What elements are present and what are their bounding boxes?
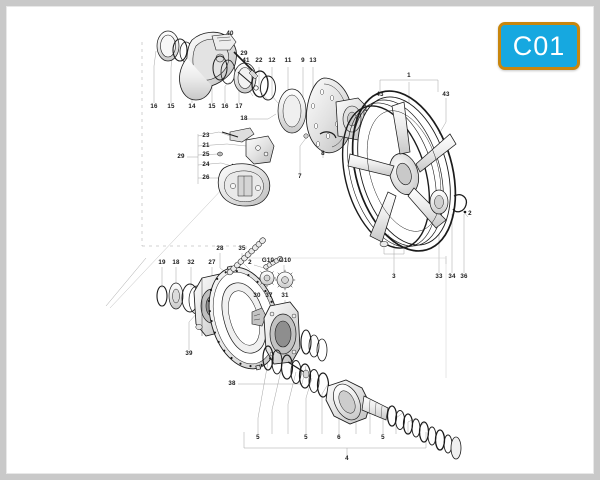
callout-30: 30 (253, 292, 261, 299)
callout-39: 39 (185, 350, 193, 357)
diagram-code-badge: C01 (498, 22, 580, 70)
callout-32: 32 (187, 259, 195, 266)
callout-38: 38 (228, 380, 236, 387)
callout-13: 13 (309, 57, 317, 64)
callout-9: 9 (301, 57, 305, 64)
callout-31: 31 (281, 292, 289, 299)
callout-25: 25 (202, 151, 210, 158)
callout-g10-left: G10 (261, 257, 275, 264)
callout-5-c: 5 (381, 434, 385, 441)
callout-43-left: 43 (376, 91, 384, 98)
exploded-parts-diagram (105, 30, 469, 460)
callout-g10-right: G10 (278, 257, 292, 264)
callout-41: 41 (242, 57, 250, 64)
callout-29-pin: 29 (240, 50, 248, 57)
callout-15-left: 15 (167, 103, 175, 110)
axle-shaft-assembly (262, 345, 462, 460)
callout-5-a: 5 (256, 434, 260, 441)
callout-36: 36 (460, 273, 468, 280)
callout-35: 35 (238, 245, 246, 252)
callout-26: 26 (202, 174, 210, 181)
pinion-gear-right (274, 269, 296, 291)
diagram-code-label: C01 (512, 30, 566, 61)
callout-29-group: 29 (177, 153, 185, 160)
callout-5-b: 5 (304, 434, 308, 441)
callout-43-right: 43 (442, 91, 450, 98)
callout-2-chain: 2 (248, 259, 252, 266)
callout-1: 1 (407, 72, 411, 79)
callout-17: 17 (235, 103, 243, 110)
wheel-hub-carrier (251, 301, 328, 379)
callout-15-right: 15 (208, 103, 216, 110)
callout-21: 21 (202, 142, 210, 149)
callout-11: 11 (284, 57, 292, 64)
callout-18: 18 (240, 115, 248, 122)
callout-19: 19 (158, 259, 166, 266)
callout-6: 6 (337, 434, 341, 441)
callout-37: 37 (265, 292, 273, 299)
callout-23: 23 (202, 132, 210, 139)
callout-18b: 18 (172, 259, 180, 266)
callout-16-left: 16 (150, 103, 158, 110)
pinion-gear-left (258, 269, 276, 287)
brake-caliper-assembly (156, 30, 276, 101)
callout-16-right: 16 (221, 103, 229, 110)
callout-28: 28 (216, 245, 224, 252)
callout-33: 33 (435, 273, 443, 280)
callout-40: 40 (226, 30, 234, 37)
callout-24: 24 (202, 161, 210, 168)
callout-3: 3 (392, 273, 396, 280)
callout-7: 7 (298, 173, 302, 180)
callout-22: 22 (255, 57, 263, 64)
callout-8: 8 (321, 150, 325, 157)
callout-34: 34 (448, 273, 456, 280)
rear-wheel-rim (341, 90, 468, 252)
callout-27: 27 (208, 259, 216, 266)
callout-12: 12 (268, 57, 276, 64)
caliper-bracket-group (217, 127, 275, 207)
rear-sprocket (207, 265, 280, 371)
drive-chain-and-pinions (226, 237, 296, 291)
callout-14: 14 (188, 103, 196, 110)
diagram-stage: 16 15 14 15 16 17 18 41 22 12 11 9 13 40… (6, 6, 594, 474)
callout-2-bearing: 2 (468, 210, 472, 217)
callout-4: 4 (345, 455, 349, 462)
